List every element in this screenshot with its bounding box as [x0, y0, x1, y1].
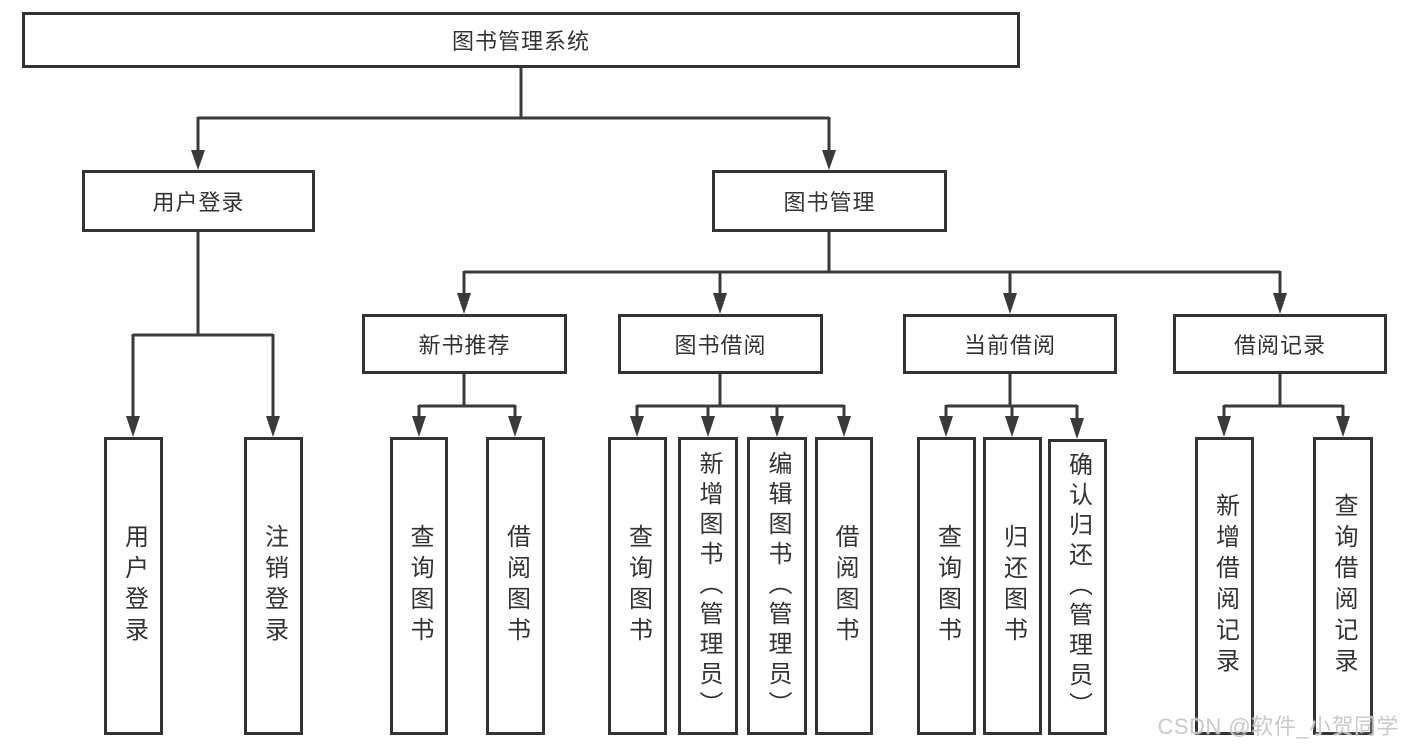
- leaf-query-books-recommend-label: 查询图书: [406, 524, 433, 648]
- leaf-add-borrow-record-label: 新增借阅记录: [1211, 493, 1239, 679]
- node-book-borrowing: 图书借阅: [618, 314, 823, 374]
- leaf-logout-label: 注销登录: [260, 524, 288, 648]
- node-new-book-recommend: 新书推荐: [362, 314, 567, 374]
- leaf-query-books-current-label: 查询图书: [933, 524, 961, 648]
- leaf-user-login: 用户登录: [104, 437, 163, 735]
- node-borrowing-records-label: 借阅记录: [1233, 333, 1326, 358]
- node-new-book-recommend-label: 新书推荐: [418, 333, 511, 358]
- leaf-edit-book-admin-label: 编辑图书（管理员）: [764, 451, 791, 721]
- node-root-label: 图书管理系统: [451, 29, 590, 54]
- leaf-borrow-books-recommend: 借阅图书: [486, 437, 545, 735]
- leaf-borrow-books-recommend-label: 借阅图书: [502, 524, 530, 648]
- leaf-add-borrow-record: 新增借阅记录: [1195, 437, 1254, 735]
- leaf-query-books-current: 查询图书: [917, 437, 976, 735]
- leaf-return-books-label: 归还图书: [999, 524, 1027, 648]
- leaf-query-books-borrow-label: 查询图书: [624, 524, 652, 648]
- node-book-management: 图书管理: [712, 170, 947, 232]
- node-current-borrowing-label: 当前借阅: [963, 333, 1056, 358]
- leaf-query-borrow-record-label: 查询借阅记录: [1330, 493, 1357, 679]
- node-root: 图书管理系统: [22, 12, 1020, 68]
- leaf-query-books-recommend: 查询图书: [390, 437, 448, 735]
- node-book-borrowing-label: 图书借阅: [674, 333, 767, 358]
- leaf-add-book-admin-label: 新增图书（管理员）: [695, 451, 722, 721]
- leaf-borrow-books-2-label: 借阅图书: [831, 524, 858, 648]
- leaf-query-borrow-record: 查询借阅记录: [1313, 437, 1373, 735]
- leaf-logout: 注销登录: [244, 437, 303, 735]
- node-user-login-label: 用户登录: [152, 190, 245, 215]
- leaf-edit-book-admin: 编辑图书（管理员）: [747, 437, 807, 735]
- leaf-borrow-books-2: 借阅图书: [815, 437, 873, 735]
- watermark: CSDN @软件_小贺同学: [1157, 714, 1399, 739]
- node-current-borrowing: 当前借阅: [903, 314, 1117, 374]
- leaf-confirm-return-admin: 确认归还（管理员）: [1048, 439, 1107, 735]
- node-borrowing-records: 借阅记录: [1173, 314, 1387, 374]
- leaf-return-books: 归还图书: [983, 437, 1042, 735]
- leaf-query-books-borrow: 查询图书: [608, 437, 667, 735]
- leaf-confirm-return-admin-label: 确认归还（管理员）: [1064, 452, 1092, 722]
- leaf-add-book-admin: 新增图书（管理员）: [678, 437, 738, 735]
- node-user-login: 用户登录: [82, 170, 315, 232]
- node-book-management-label: 图书管理: [783, 190, 876, 215]
- leaf-user-login-label: 用户登录: [120, 524, 148, 648]
